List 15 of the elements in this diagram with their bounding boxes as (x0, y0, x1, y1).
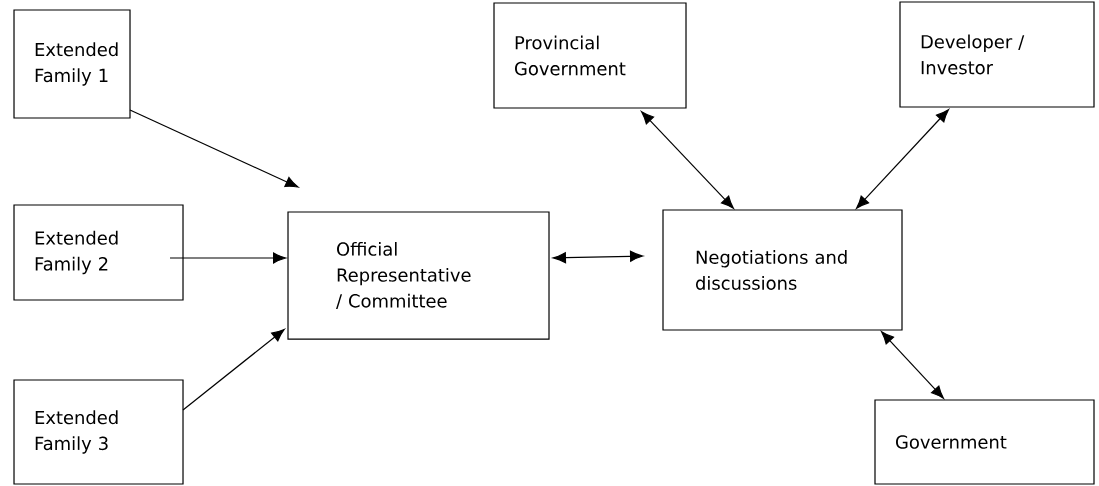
process-box: Official Representative / Committee (287, 211, 550, 340)
process-box: Extended Family 1 (13, 9, 131, 119)
process-box: Developer / Investor (899, 1, 1095, 108)
arrow (881, 331, 944, 399)
arrow (169, 252, 287, 264)
process-box: Negotiations and discussions (662, 209, 903, 331)
process-box: Extended Family 3 (13, 379, 184, 485)
arrow (129, 109, 299, 188)
arrow (856, 109, 949, 209)
arrow (552, 250, 644, 264)
process-box: Government (874, 399, 1095, 485)
process-box: Provincial Government (493, 2, 687, 109)
process-box: Extended Family 2 (13, 204, 184, 301)
arrow (182, 328, 285, 411)
arrow (641, 111, 734, 209)
